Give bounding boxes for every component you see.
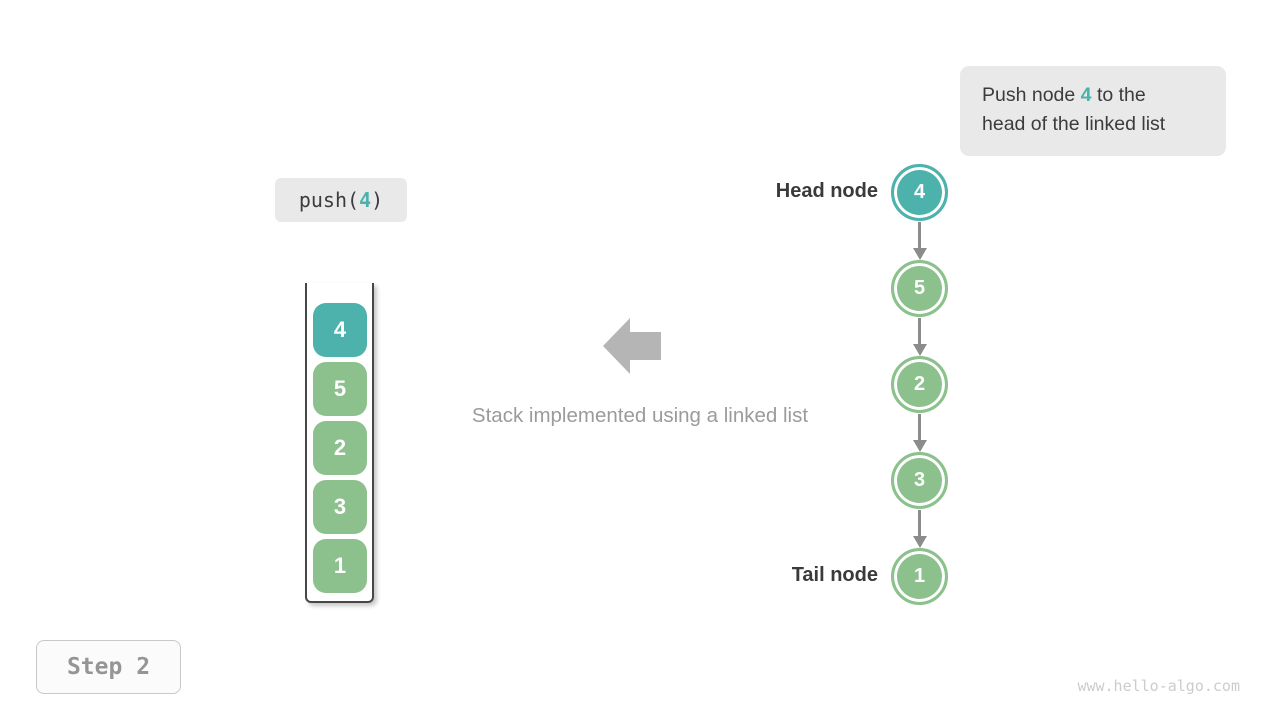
code-arg-value: 4	[359, 188, 372, 212]
stack-item: 2	[313, 421, 367, 475]
down-arrow-icon	[907, 318, 932, 356]
list-node: 4	[891, 164, 948, 221]
tail-node-label: Tail node	[791, 564, 878, 586]
list-node: 2	[891, 356, 948, 413]
arrow-head	[912, 248, 927, 260]
list-node: 1	[891, 548, 948, 605]
list-node: 5	[891, 260, 948, 317]
stack-item: 5	[313, 362, 367, 416]
center-caption: Stack implemented using a linked list	[471, 404, 809, 427]
arrow-shaft	[918, 414, 921, 440]
step-label: Step 2	[66, 654, 151, 680]
arrow-shaft	[918, 222, 921, 248]
stack-item: 4	[313, 303, 367, 357]
left-arrow-icon	[603, 318, 661, 374]
down-arrow-icon	[907, 414, 932, 452]
arrow-head	[912, 440, 927, 452]
list-node: 3	[891, 452, 948, 509]
arrow-head	[912, 344, 927, 356]
down-arrow-icon	[907, 222, 932, 260]
stack-item: 3	[313, 480, 367, 534]
code-suffix: )	[371, 188, 384, 212]
callout-highlight-value: 4	[1080, 84, 1092, 106]
watermark: www.hello-algo.com	[1077, 677, 1240, 695]
step-badge: Step 2	[36, 640, 181, 694]
arrow-shaft	[918, 318, 921, 344]
push-call-label: push(4)	[275, 178, 407, 222]
callout-text-prefix: Push node	[982, 84, 1081, 106]
stack-container: 4 5 2 3 1	[305, 283, 374, 603]
stack-item: 1	[313, 539, 367, 593]
push-description-callout: Push node 4 to the head of the linked li…	[960, 66, 1226, 156]
down-arrow-icon	[907, 510, 932, 548]
code-prefix: push(	[298, 188, 360, 212]
head-node-label: Head node	[775, 180, 878, 202]
arrow-shaft	[918, 510, 921, 536]
arrow-head	[912, 536, 927, 548]
callout-text-suffix: to the head of the linked list	[982, 84, 1166, 135]
